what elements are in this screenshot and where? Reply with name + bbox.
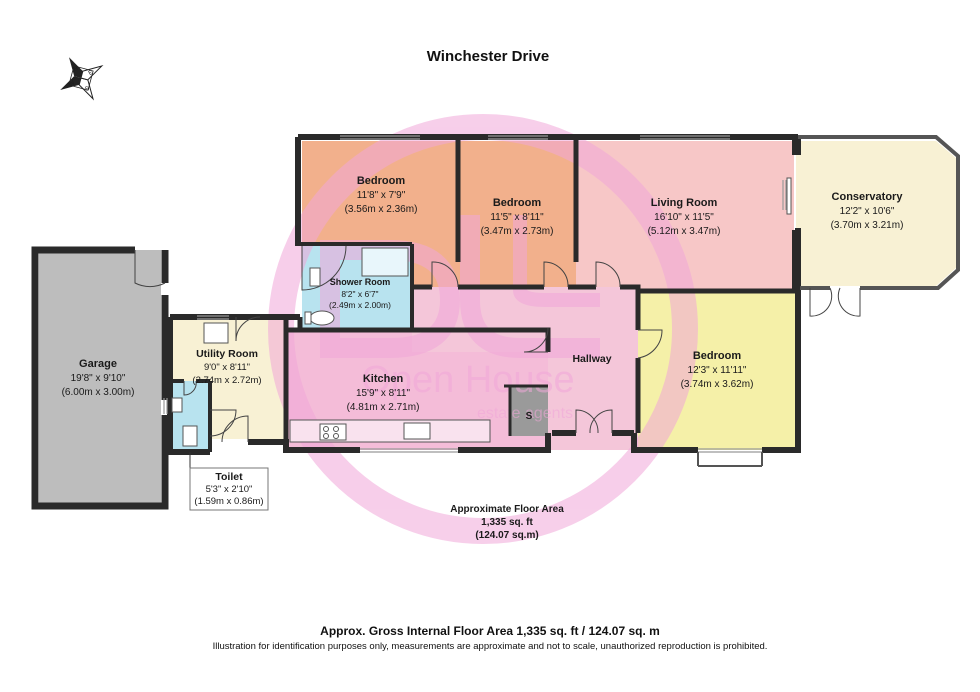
garage-metric: (6.00m x 3.00m) [62, 387, 135, 398]
utility-imperial: 9'0" x 8'11" [204, 362, 250, 373]
toilet-imperial: 5'3" x 2'10" [206, 484, 253, 495]
living-metric: (5.12m x 3.47m) [648, 226, 721, 237]
bedroom1-name: Bedroom [357, 175, 406, 187]
room-label-living: Living Room 16'10" x 11'5" (5.12m x 3.47… [648, 197, 721, 237]
kitchen-imperial: 15'9" x 8'11" [356, 388, 411, 399]
storage-fill [510, 386, 548, 436]
conservatory-name: Conservatory [832, 191, 904, 203]
bedroom2-name: Bedroom [493, 197, 542, 209]
bedroom3-imperial: 12'3" x 11'11" [688, 365, 747, 376]
room-label-bedroom2: Bedroom 11'5" x 8'11" (3.47m x 2.73m) [481, 197, 554, 237]
shower-name: Shower Room [330, 277, 391, 287]
hob-icon [319, 423, 347, 441]
kitchen-name: Kitchen [363, 373, 404, 385]
garage-name: Garage [79, 358, 117, 370]
disclaimer: Illustration for identification purposes… [213, 641, 768, 652]
conservatory-metric: (3.70m x 3.21m) [831, 220, 904, 231]
utility-metric: (2.74m x 2.72m) [192, 375, 261, 386]
windows [163, 135, 787, 467]
room-label-utility: Utility Room 9'0" x 8'11" (2.74m x 2.72m… [192, 348, 261, 386]
bedroom2-metric: (3.47m x 2.73m) [481, 226, 554, 237]
bedroom1-metric: (3.56m x 2.36m) [345, 204, 418, 215]
garage-fill [39, 250, 161, 505]
wc-icon [309, 310, 335, 326]
toilet-basin-icon [171, 397, 183, 413]
fixtures [171, 177, 792, 447]
watermark-logo: Open House estate agents [268, 114, 698, 544]
kitchen-metric: (4.81m x 2.71m) [347, 402, 420, 413]
conservatory-radiator [786, 177, 792, 215]
door-swings [134, 245, 861, 443]
floor-area-sqft: 1,335 sq. ft [481, 517, 533, 528]
utility-sink-icon [203, 322, 229, 344]
shower-metric: (2.49m x 2.00m) [329, 300, 391, 310]
room-label-kitchen: Kitchen 15'9" x 8'11" (4.81m x 2.71m) [347, 373, 420, 413]
garage-imperial: 19'8" x 9'10" [71, 373, 126, 384]
conservatory-fill [796, 141, 956, 286]
kitchen-sink-icon [403, 422, 431, 440]
shower-imperial: 8'2" x 6'7" [341, 289, 378, 299]
watermark-brand: Open House [361, 359, 574, 401]
bedroom1-imperial: 11'8" x 7'9" [357, 190, 406, 201]
room-label-garage: Garage 19'8" x 9'10" (6.00m x 3.00m) [62, 358, 135, 398]
living-imperial: 16'10" x 11'5" [654, 212, 714, 223]
living-name: Living Room [651, 197, 718, 209]
toilet-metric: (1.59m x 0.86m) [194, 496, 263, 507]
bedroom2-imperial: 11'5" x 8'11" [490, 212, 544, 223]
plan-title: Winchester Drive [427, 48, 549, 65]
gross-floor-area: Approx. Gross Internal Floor Area 1,335 … [320, 624, 660, 638]
watermark-sub: estate agents [477, 405, 573, 422]
compass-w: W [68, 80, 76, 88]
floor-area-sqm: (124.07 sq.m) [475, 530, 538, 541]
utility-name: Utility Room [196, 348, 258, 360]
bedroom3-name: Bedroom [693, 350, 742, 362]
floor-area-summary: Approximate Floor Area 1,335 sq. ft (124… [450, 504, 564, 541]
room-label-shower: Shower Room 8'2" x 6'7" (2.49m x 2.00m) [329, 277, 391, 310]
room-label-conservatory: Conservatory 12'2" x 10'6" (3.70m x 3.21… [831, 191, 904, 231]
hallway-name: Hallway [572, 353, 611, 365]
compass-e: E [88, 70, 94, 77]
toilet-label-box: Toilet 5'3" x 2'10" (1.59m x 0.86m) [189, 452, 269, 511]
toilet-wc-icon [182, 425, 198, 447]
shower-tray-icon [361, 247, 409, 277]
compass-icon: N E S W [60, 57, 104, 101]
storage-label: S [526, 411, 533, 422]
room-label-bedroom3: Bedroom 12'3" x 11'11" (3.74m x 3.62m) [681, 350, 754, 390]
conservatory-imperial: 12'2" x 10'6" [840, 206, 895, 217]
floor-area-label: Approximate Floor Area [450, 504, 564, 515]
toilet-name: Toilet [215, 471, 243, 483]
compass-s: S [84, 86, 90, 93]
basin-icon [309, 267, 321, 287]
bedroom3-metric: (3.74m x 3.62m) [681, 379, 754, 390]
walls [31, 134, 960, 510]
room-label-bedroom1: Bedroom 11'8" x 7'9" (3.56m x 2.36m) [345, 175, 418, 215]
compass-n: N [73, 66, 80, 73]
